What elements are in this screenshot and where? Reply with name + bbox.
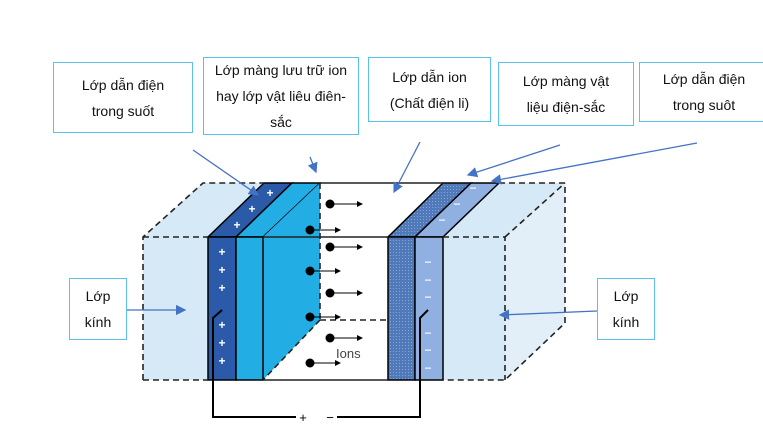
ion-storage-layer (235, 236, 264, 381)
negative-charge: − (424, 255, 431, 269)
label-electrochromic: Lớp màng vật liệu điện-sắc (498, 62, 634, 126)
positive-charge: + (218, 318, 225, 332)
negative-charge: − (424, 290, 431, 304)
label-glass-left: Lớp kính (69, 278, 127, 340)
conductor-right (414, 236, 444, 381)
label-glass-right: Lớp kính (597, 278, 655, 340)
label-transparent-conductor-right: Lớp dẫn điện trong suôt (639, 62, 763, 122)
positive-charge: + (218, 245, 225, 259)
battery-plus: + (299, 410, 307, 425)
positive-charge: + (218, 336, 225, 350)
negative-charge: − (424, 273, 431, 287)
positive-charge: + (233, 218, 240, 232)
negative-charge: − (453, 197, 460, 211)
negative-charge: − (424, 361, 431, 375)
ion-storage-side (263, 183, 320, 380)
negative-charge: − (438, 213, 445, 227)
negative-charge: − (424, 343, 431, 357)
positive-charge: + (218, 281, 225, 295)
label-ion-storage: Lớp màng lưu trữ ion hay lớp vật liêu đi… (203, 57, 359, 135)
ions (305, 199, 363, 368)
positive-charge: + (266, 186, 273, 200)
positive-charge: + (218, 263, 225, 277)
pointer-arrows (127, 141, 698, 320)
positive-charge: + (248, 202, 255, 216)
label-transparent-conductor-left: Lớp dẫn điện trong suốt (53, 62, 193, 133)
glass-right (443, 183, 565, 380)
glass-left (143, 183, 264, 380)
electrochromic-layer (387, 236, 416, 381)
battery-minus: − (326, 410, 334, 425)
label-ion-conductor: Lớp dẫn ion (Chất điện li) (368, 57, 491, 122)
negative-charge: − (469, 181, 476, 195)
positive-charge: + (218, 354, 225, 368)
negative-charge: − (424, 326, 431, 340)
ions-label: Ions (336, 346, 361, 361)
dashed-outline (142, 182, 566, 381)
circuit-wire (212, 309, 296, 418)
